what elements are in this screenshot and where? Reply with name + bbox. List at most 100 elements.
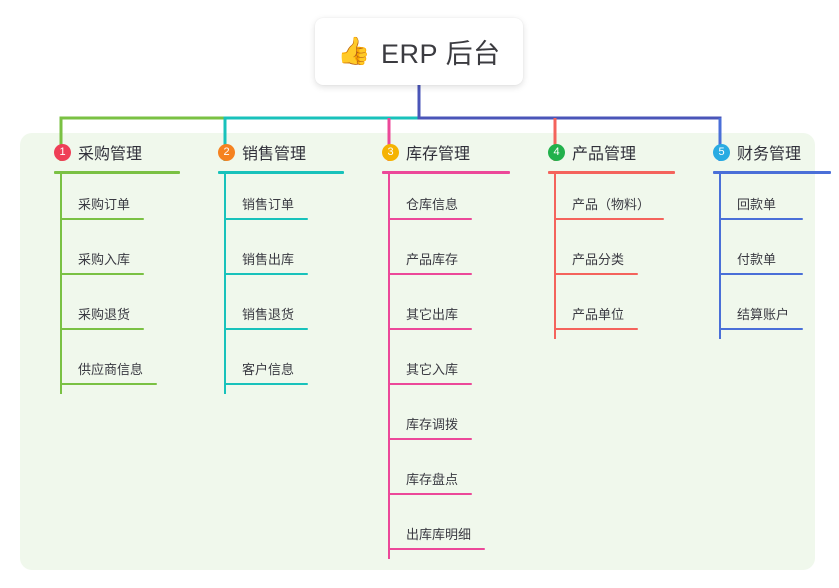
branch-item[interactable]: 付款单 [719, 229, 839, 284]
branch-item[interactable]: 仓库信息 [388, 174, 527, 229]
branch-item-label: 出库库明细 [406, 527, 472, 542]
branch-header[interactable]: 3 库存管理 [365, 133, 527, 171]
branch-item-rule [60, 328, 144, 330]
branch-item-rule [60, 218, 144, 220]
branch-spine [719, 174, 721, 339]
branch-spine [224, 174, 226, 394]
branch-item-label: 产品单位 [572, 307, 625, 322]
branch-column-3: 3 库存管理仓库信息产品库存其它出库其它入库库存调拨库存盘点出库库明细 [365, 133, 527, 559]
branch-item-rule [719, 273, 803, 275]
branch-title: 采购管理 [78, 146, 143, 163]
branch-item-label: 其它入库 [406, 362, 459, 377]
branch-column-2: 2 销售管理销售订单销售出库销售退货客户信息 [201, 133, 361, 394]
branch-items: 产品（物料） 产品分类产品单位 [554, 174, 692, 339]
branches-panel [20, 133, 815, 570]
branch-item-rule [388, 493, 472, 495]
branch-item-label: 客户信息 [242, 362, 295, 377]
branch-spine [554, 174, 556, 339]
branch-item-rule [388, 218, 472, 220]
branch-item-label: 产品库存 [406, 252, 459, 267]
branch-item-label: 产品（物料） [572, 197, 651, 212]
root-title: ERP 后台 [381, 39, 501, 69]
branch-item-rule [388, 383, 472, 385]
thumbs-up-icon: 👍 [337, 36, 372, 66]
branch-item-label: 结算账户 [737, 307, 790, 322]
branch-items: 采购订单采购入库采购退货供应商信息 [60, 174, 197, 394]
branch-item[interactable]: 出库库明细 [388, 504, 527, 559]
branch-item[interactable]: 销售退货 [224, 284, 361, 339]
branch-item-label: 仓库信息 [406, 197, 459, 212]
branch-items: 仓库信息产品库存其它出库其它入库库存调拨库存盘点出库库明细 [388, 174, 527, 559]
branch-column-5: 5 财务管理回款单付款单结算账户 [696, 133, 839, 339]
branch-item-label: 付款单 [737, 252, 777, 267]
branch-spine [60, 174, 62, 394]
branch-index-badge: 3 [382, 143, 399, 161]
branch-item-rule [60, 383, 157, 385]
branch-item[interactable]: 其它出库 [388, 284, 527, 339]
branch-item-label: 产品分类 [572, 252, 625, 267]
branch-header[interactable]: 5 财务管理 [696, 133, 839, 171]
branch-item[interactable]: 产品分类 [554, 229, 692, 284]
branch-item-rule [60, 273, 144, 275]
branch-header-rule [218, 171, 344, 174]
branch-item-rule [388, 273, 472, 275]
branch-item-rule [224, 273, 308, 275]
branch-item-rule [554, 273, 638, 275]
branch-title: 产品管理 [572, 146, 637, 163]
branch-index-badge: 2 [218, 143, 235, 161]
branch-item[interactable]: 客户信息 [224, 339, 361, 394]
branch-item-rule [224, 383, 308, 385]
branch-item[interactable]: 回款单 [719, 174, 839, 229]
branch-item-label: 销售出库 [242, 252, 295, 267]
branch-item[interactable]: 采购订单 [60, 174, 197, 229]
branch-item-rule [224, 218, 308, 220]
branch-item-label: 采购退货 [78, 307, 131, 322]
branch-item-rule [388, 328, 472, 330]
branch-item-rule [554, 218, 664, 220]
branch-item-rule [388, 438, 472, 440]
branch-item[interactable]: 库存调拨 [388, 394, 527, 449]
branch-header-rule [382, 171, 510, 174]
branch-header-rule [713, 171, 831, 174]
branch-spine [388, 174, 390, 559]
branch-item-label: 库存盘点 [406, 472, 459, 487]
branch-header-rule [548, 171, 675, 174]
branch-item[interactable]: 采购退货 [60, 284, 197, 339]
branch-item-label: 销售订单 [242, 197, 295, 212]
branch-item-label: 供应商信息 [78, 362, 144, 377]
branch-item[interactable]: 销售出库 [224, 229, 361, 284]
branch-item[interactable]: 产品（物料） [554, 174, 692, 229]
branch-item[interactable]: 销售订单 [224, 174, 361, 229]
branch-item-label: 采购入库 [78, 252, 131, 267]
branch-item[interactable]: 采购入库 [60, 229, 197, 284]
branch-items: 回款单付款单结算账户 [719, 174, 839, 339]
branch-item-label: 采购订单 [78, 197, 131, 212]
branch-title: 财务管理 [737, 146, 802, 163]
branch-item[interactable]: 产品单位 [554, 284, 692, 339]
branch-item[interactable]: 结算账户 [719, 284, 839, 339]
branch-item-rule [554, 328, 638, 330]
branch-header[interactable]: 2 销售管理 [201, 133, 361, 171]
branch-item[interactable]: 库存盘点 [388, 449, 527, 504]
branch-title: 库存管理 [406, 146, 471, 163]
branch-item-rule [719, 218, 803, 220]
branch-title: 销售管理 [242, 146, 307, 163]
branch-item[interactable]: 其它入库 [388, 339, 527, 394]
branch-items: 销售订单销售出库销售退货客户信息 [224, 174, 361, 394]
branch-item[interactable]: 供应商信息 [60, 339, 197, 394]
root-node-card[interactable]: 👍 ERP 后台 [315, 18, 523, 85]
branch-item-label: 其它出库 [406, 307, 459, 322]
branch-header-rule [54, 171, 180, 174]
branch-index-badge: 5 [713, 143, 730, 161]
branch-item-rule [224, 328, 308, 330]
branch-item[interactable]: 产品库存 [388, 229, 527, 284]
branch-item-rule [388, 548, 485, 550]
branch-item-rule [719, 328, 803, 330]
